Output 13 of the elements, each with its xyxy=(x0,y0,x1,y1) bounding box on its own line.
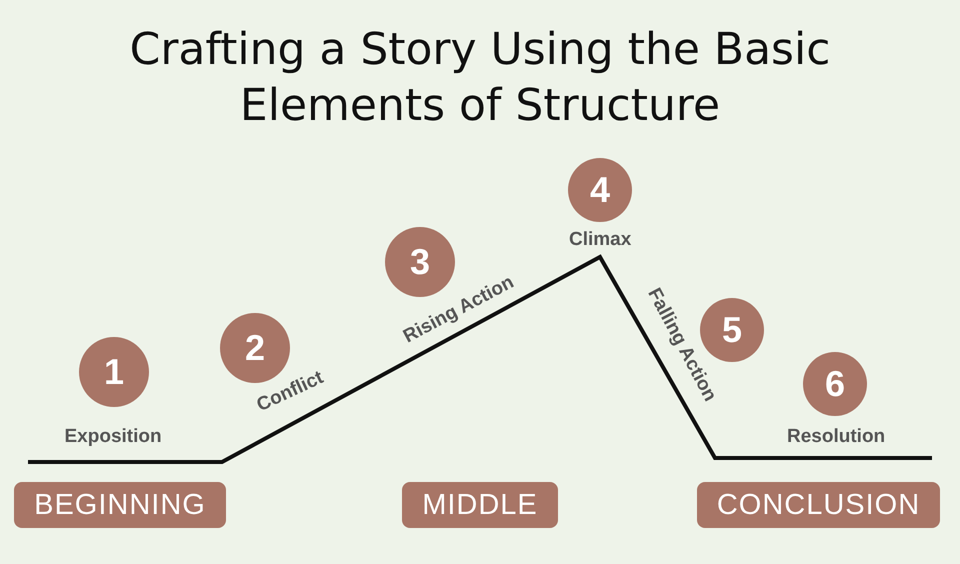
number-circle: 4 xyxy=(568,158,632,222)
number-circle: 6 xyxy=(803,352,867,416)
title: Crafting a Story Using the Basic Elements of Structure xyxy=(128,23,832,133)
section-label: MIDDLE xyxy=(402,482,558,528)
number-circle: 3 xyxy=(385,227,455,297)
stage-label: Climax xyxy=(569,229,632,251)
number-circle: 1 xyxy=(79,337,149,407)
number-circle: 2 xyxy=(220,313,290,383)
section-label: BEGINNING xyxy=(14,482,226,528)
section-label: CONCLUSION xyxy=(697,482,940,528)
number-circle: 5 xyxy=(700,298,764,362)
stage-label: Resolution xyxy=(787,426,886,448)
stage-label: Exposition xyxy=(64,426,162,448)
